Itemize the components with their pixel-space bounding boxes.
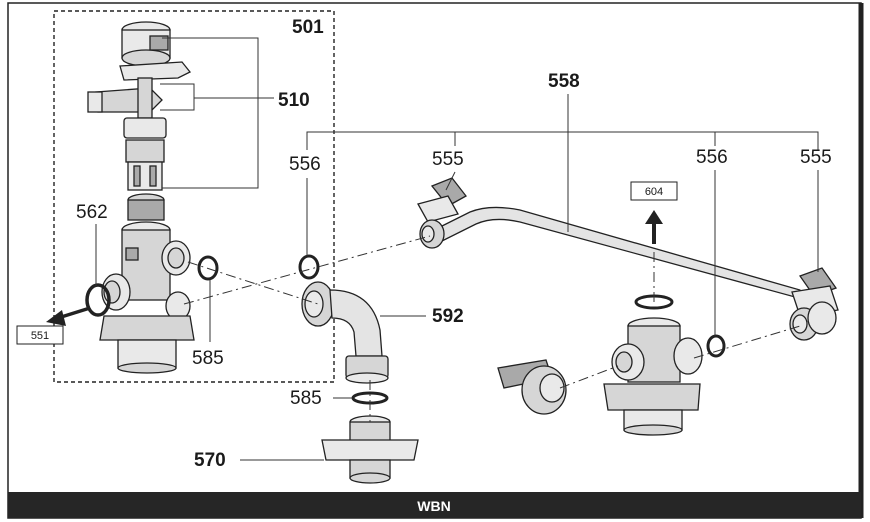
part-label-585-upper: 585 [192,348,224,369]
part-label-570: 570 [194,450,226,471]
elbow-pipe-592 [301,281,389,405]
label-box-604 [630,181,678,201]
arrow-551 [46,306,91,326]
arrow-604 [645,210,663,244]
part-label-556-left: 556 [289,154,321,175]
flow-pipe-558 [417,177,839,341]
part-label-501: 501 [292,17,324,38]
part-label-562: 562 [76,202,108,223]
part-label-556-right: 556 [696,147,728,168]
part-label-551: 551 [31,330,49,342]
bracket-510-inner [160,83,195,111]
part-label-585-lower: 585 [290,388,322,409]
part-label-558: 558 [548,71,580,92]
part-label-555-left: 555 [432,149,464,170]
alignment-lines [183,235,801,422]
part-label-604: 604 [645,186,663,198]
diverter-valve-assembly [85,21,219,374]
bracket-510-outer [162,37,259,189]
part-label-592: 592 [432,306,464,327]
footer-text: WBN [417,498,450,514]
part-label-555-right: 555 [800,147,832,168]
label-box-551 [16,325,64,345]
fitting-570 [321,415,419,484]
leader-lines [95,94,819,461]
part-label-510: 510 [278,90,310,111]
right-valve-body [298,254,726,436]
footer-bar [8,492,861,518]
assembly-group-box [53,10,335,383]
